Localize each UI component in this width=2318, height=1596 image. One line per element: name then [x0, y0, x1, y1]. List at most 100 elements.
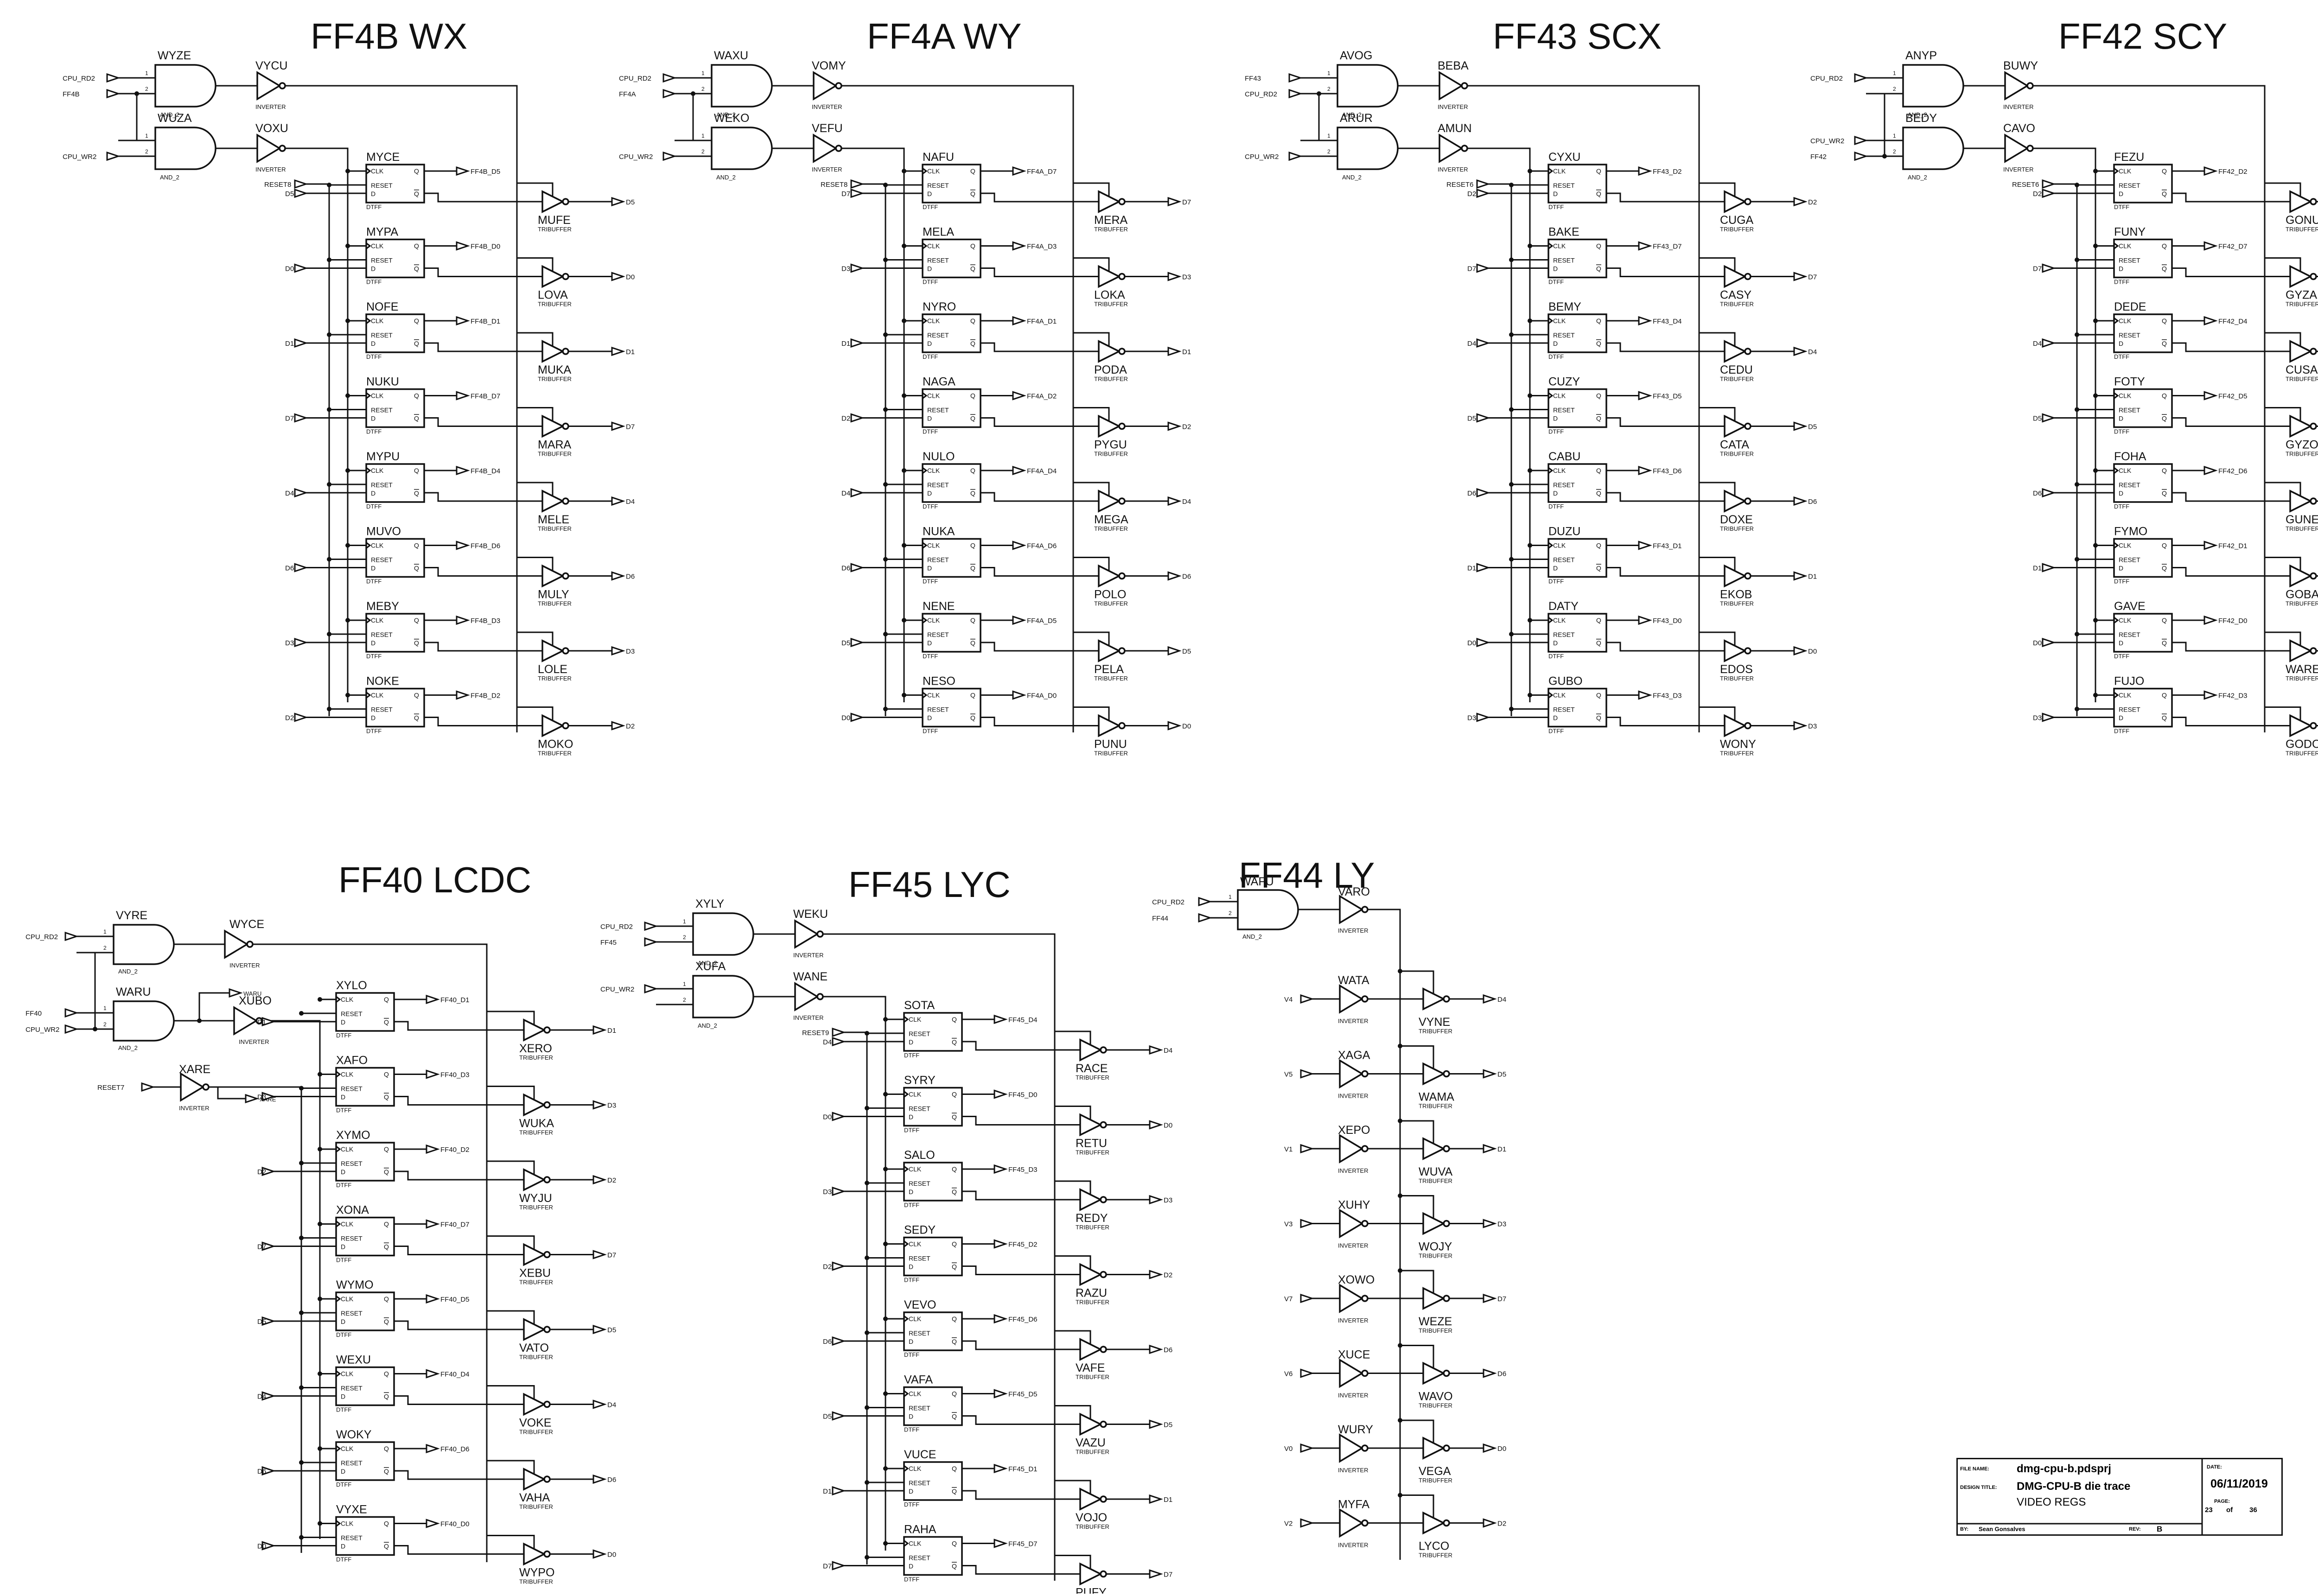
dtff-q-pin: Q: [414, 242, 419, 250]
flipflop-type-label: DTFF: [336, 1406, 351, 1413]
bus-output-label: D0: [1497, 1445, 1506, 1453]
input-pin-marker: [294, 563, 308, 572]
wire: [394, 1545, 524, 1555]
gate-input-label: FF45: [600, 939, 617, 947]
tribuffer-bubble: [1118, 422, 1126, 430]
pin-number: 2: [145, 148, 148, 155]
wire: [981, 567, 1099, 577]
tribuffer-type-label: TRIBUFFER: [538, 675, 572, 682]
tribuffer-bubble: [2310, 722, 2317, 730]
junction-dot: [902, 468, 906, 473]
data-input-label: D3: [823, 1188, 832, 1196]
gate-type-label: INVERTER: [793, 1014, 824, 1021]
junction-dot: [299, 1161, 304, 1165]
dtff-body: [903, 1536, 963, 1576]
input-pin-marker: [294, 712, 308, 722]
data-input-label: D6: [841, 565, 850, 572]
section-title: FF44 LY: [1239, 855, 1375, 896]
output-pin-marker: [456, 166, 470, 176]
tribuffer-bubble: [1100, 1346, 1107, 1353]
dtff-body: [1547, 463, 1607, 503]
tribuffer-type-label: TRIBUFFER: [519, 1429, 553, 1436]
tribuffer-name: MELE: [538, 513, 569, 526]
wire: [981, 492, 1099, 502]
bus-output-label: D1: [1182, 348, 1191, 356]
gate-input-label: CPU_RD2: [25, 933, 58, 941]
tribuffer: [1098, 490, 1121, 513]
tribuffer-name: MUFE: [538, 214, 571, 227]
tribuffer-name: POLO: [1094, 588, 1126, 601]
dtff-body: [335, 1441, 395, 1481]
flipflop-name: WYMO: [336, 1278, 374, 1291]
bus-output-label: D2: [626, 723, 635, 731]
dtff-reset-pin: RESET: [2119, 481, 2140, 489]
input-pin-marker: [1198, 913, 1212, 923]
inverter: [1339, 1134, 1364, 1164]
bus-output-label: D7: [1182, 198, 1191, 206]
input-pin-marker: [261, 1316, 276, 1326]
junction-dot: [883, 1391, 888, 1396]
wire: [1073, 332, 1110, 346]
tribuffer: [1724, 190, 1747, 213]
tribuffer-type-label: TRIBUFFER: [1094, 301, 1128, 308]
dtff-qn-pin: Q: [414, 415, 419, 422]
bus-output-label: D4: [1164, 1047, 1172, 1055]
bus-output-label: D6: [1182, 573, 1191, 581]
data-input-label: D7: [823, 1563, 832, 1571]
dtff-q-pin: Q: [1596, 692, 1601, 699]
input-pin-marker: [2042, 413, 2056, 423]
bus-output-label: D0: [1182, 723, 1191, 731]
tribuffer-name: MOKO: [538, 738, 573, 751]
tribuffer: [1098, 714, 1121, 738]
flipflop-name: GAVE: [2114, 600, 2146, 613]
gate-type-label: AND_2: [160, 111, 179, 118]
data-input-label: D2: [285, 714, 294, 722]
dtff-reset-pin: RESET: [2119, 331, 2140, 339]
output-pin-marker: [2203, 391, 2218, 401]
tribuffer-name: PYGU: [1094, 439, 1127, 451]
dtff-d-pin: D: [2119, 639, 2123, 647]
q-output-label: FF42_D5: [2218, 393, 2248, 401]
tribuffer-type-label: TRIBUFFER: [1419, 1103, 1452, 1110]
tribuffer-name: WUKA: [519, 1117, 554, 1130]
flipflop-type-label: DTFF: [2114, 203, 2129, 210]
flipflop-name: FEZU: [2114, 151, 2144, 164]
dtff-reset-pin: RESET: [371, 706, 393, 713]
inverter-name: XUHY: [1338, 1199, 1370, 1212]
wire: [2265, 332, 2301, 346]
junction-dot: [2093, 618, 2098, 623]
dtff-q-pin: Q: [952, 1315, 957, 1323]
write-and-gate-name: ARUR: [1340, 112, 1373, 125]
inverter-bubble: [279, 82, 286, 89]
wire: [1400, 1345, 1434, 1368]
tribuffer-bubble: [1100, 1420, 1107, 1428]
q-output-label: FF4A_D7: [1027, 168, 1057, 176]
tribuffer-name: RETU: [1076, 1137, 1107, 1150]
tribuffer-bubble: [562, 572, 569, 580]
bus-output-label: D5: [1808, 423, 1817, 431]
dtff-clk-pin: CLK: [341, 1370, 354, 1378]
bus-output-label: D3: [1164, 1196, 1172, 1204]
input-pin-marker: [1476, 179, 1490, 189]
input-pin-marker: [294, 488, 308, 498]
tribuffer-bubble: [1443, 1070, 1450, 1078]
and-gate: [692, 975, 754, 1018]
bus-output-label: D2: [1497, 1520, 1506, 1528]
wire: [2172, 342, 2290, 352]
and-gate: [154, 64, 217, 108]
tribuffer-bubble: [543, 1326, 551, 1333]
tribuffer-name: LOVA: [538, 289, 568, 302]
dtff-q-pin: Q: [384, 1520, 389, 1527]
tribuffer-type-label: TRIBUFFER: [1094, 600, 1128, 607]
dtff-d-pin: D: [909, 1038, 913, 1046]
flipflop-name: NUKU: [366, 375, 399, 388]
wire: [1400, 1494, 1434, 1518]
flipflop-name: BAKE: [1548, 226, 1579, 239]
wire: [981, 267, 1099, 277]
q-output-label: FF4A_D5: [1027, 617, 1057, 625]
wire: [394, 1395, 524, 1405]
dtff-qn-pin: Q: [414, 639, 419, 647]
dtff-q-pin: Q: [2162, 692, 2167, 699]
tribuffer-name: GUNE: [2286, 513, 2318, 526]
tribuffer-bubble: [1100, 1046, 1107, 1054]
